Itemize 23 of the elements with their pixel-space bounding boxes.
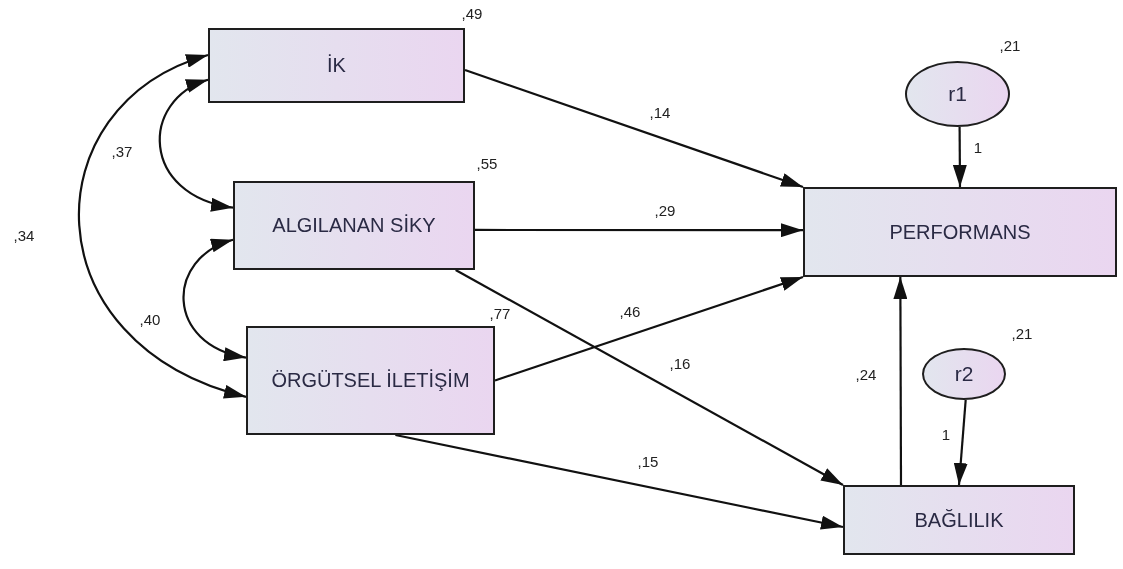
path-arrow (952, 127, 967, 187)
covariance-arrow (159, 78, 234, 210)
variable-box: İK (208, 28, 465, 103)
covariance-arrow (78, 53, 247, 398)
variable-box: ALGILANAN SİKY (233, 181, 475, 270)
path-arrow (475, 223, 803, 238)
path-arrow (893, 277, 908, 485)
path-arrow (494, 275, 804, 382)
error-term-circle: r2 (922, 348, 1006, 400)
variable-box: BAĞLILIK (843, 485, 1075, 555)
path-arrow (455, 269, 844, 486)
r-squared-value: ,49 (460, 5, 484, 23)
r-squared-value: ,55 (475, 155, 499, 173)
variable-box: ÖRGÜTSEL İLETİŞİM (246, 326, 495, 435)
error-term-circle: r1 (905, 61, 1010, 127)
path-arrow (395, 433, 844, 530)
r-squared-value: ,21 (1010, 325, 1034, 343)
r-squared-value: ,21 (998, 37, 1022, 55)
variable-box: PERFORMANS (803, 187, 1117, 277)
r-squared-value: ,77 (488, 305, 512, 323)
path-arrow (953, 399, 968, 486)
covariance-arrow (182, 238, 247, 360)
path-arrow (464, 68, 804, 189)
